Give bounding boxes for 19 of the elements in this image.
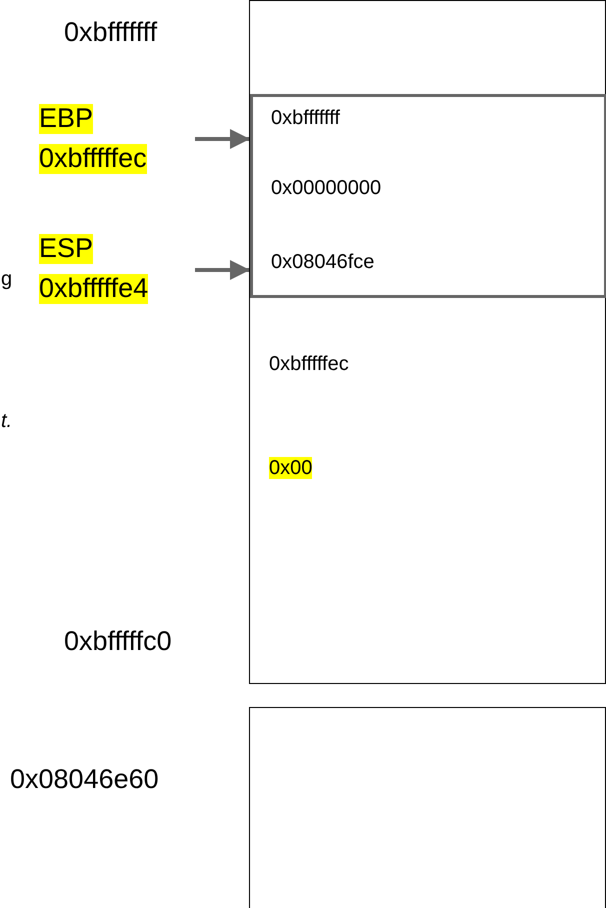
memory-box <box>249 707 606 908</box>
register-label: 0xbfffffe4 <box>39 274 148 304</box>
memory-value: 0x08046fce <box>271 251 374 273</box>
register-label: 0xbfffffec <box>39 144 147 174</box>
address-label: 0xbfffffc0 <box>64 627 172 657</box>
arrow <box>195 260 250 280</box>
text-fragment: g <box>1 268 12 290</box>
frame-box <box>250 94 606 298</box>
memory-value: 0x00 <box>269 457 312 479</box>
memory-value: 0xbfffffec <box>269 353 349 375</box>
stack-frame-box <box>249 0 606 684</box>
address-label: 0xbfffffff <box>64 18 158 48</box>
address-label: 0x08046e60 <box>10 765 159 795</box>
memory-value: 0x00000000 <box>271 177 382 199</box>
register-label: EBP <box>39 104 94 134</box>
arrow <box>195 129 250 149</box>
memory-value: 0xbfffffff <box>271 107 340 129</box>
register-label: ESP <box>39 234 94 264</box>
text-fragment: t. <box>1 410 12 432</box>
